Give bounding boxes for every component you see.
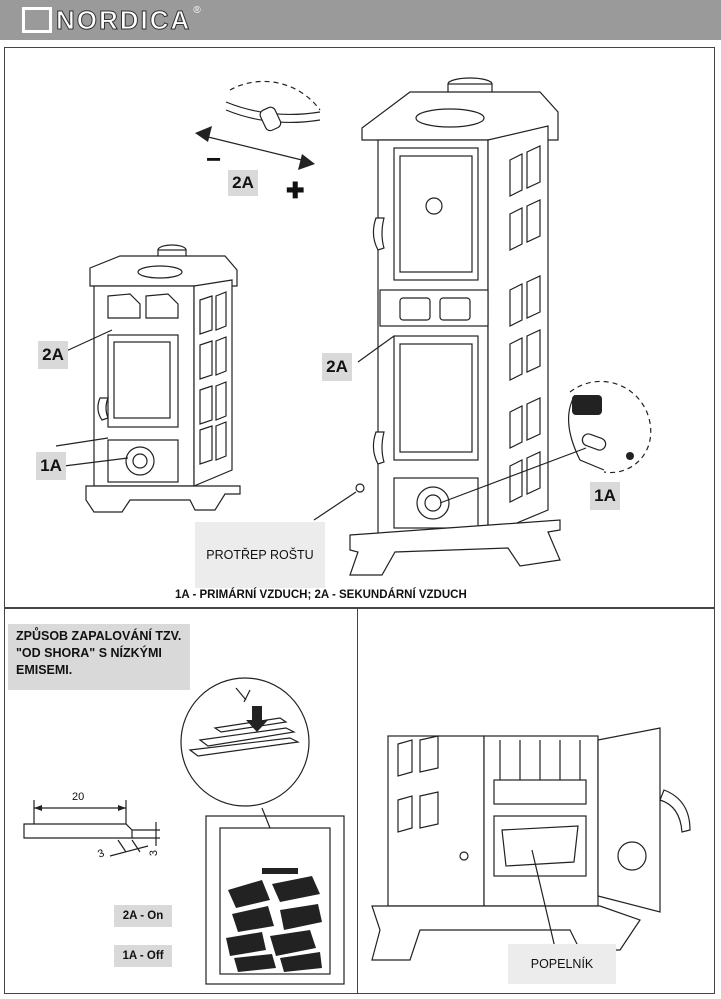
zoom-circle-1a xyxy=(567,380,652,474)
header-bar xyxy=(0,0,721,40)
grate-shaker-label: PROTŘEP ROŠTU xyxy=(195,522,325,588)
lighting-zoom-circle xyxy=(180,677,310,807)
setting-1a-off: 1A - Off xyxy=(114,945,172,967)
air-caption: 1A - PRIMÁRNÍ VZDUCH; 2A - SEKUNDÁRNÍ VZ… xyxy=(175,589,467,601)
zoom-circle-2a xyxy=(195,80,321,170)
setting-2a-on: 2A - On xyxy=(114,905,172,927)
label-1a-small-stove: 1A xyxy=(36,452,66,480)
label-2a-small-stove: 2A xyxy=(38,341,68,369)
firebox-logs xyxy=(205,807,345,985)
dim-length: 20 xyxy=(72,791,85,803)
open-stove-ashpan xyxy=(371,727,691,961)
lighting-method-title: ZPŮSOB ZAPALOVÁNÍ TZV. "OD SHORA" S NÍZK… xyxy=(8,624,190,690)
minus-sign: − xyxy=(206,144,222,174)
label-1a-tall-stove: 1A xyxy=(590,482,620,510)
bottom-right-panel xyxy=(357,608,715,994)
plus-sign: ✚ xyxy=(286,178,305,203)
brand-icon xyxy=(22,7,52,33)
brand-name: NORDICA xyxy=(55,4,192,35)
label-2a-zoom: 2A xyxy=(228,170,258,196)
dim-height: 3 xyxy=(148,849,161,857)
brand-logo: NORDICA ® xyxy=(22,4,201,35)
top-panel xyxy=(4,47,715,608)
tall-stove-drawing xyxy=(313,77,587,576)
label-2a-tall-stove: 2A xyxy=(322,353,352,381)
small-stove-drawing xyxy=(55,244,241,513)
ash-pan-label: POPELNÍK xyxy=(508,944,616,984)
kindling-dimensions xyxy=(23,800,160,857)
registered-mark: ® xyxy=(193,5,201,16)
